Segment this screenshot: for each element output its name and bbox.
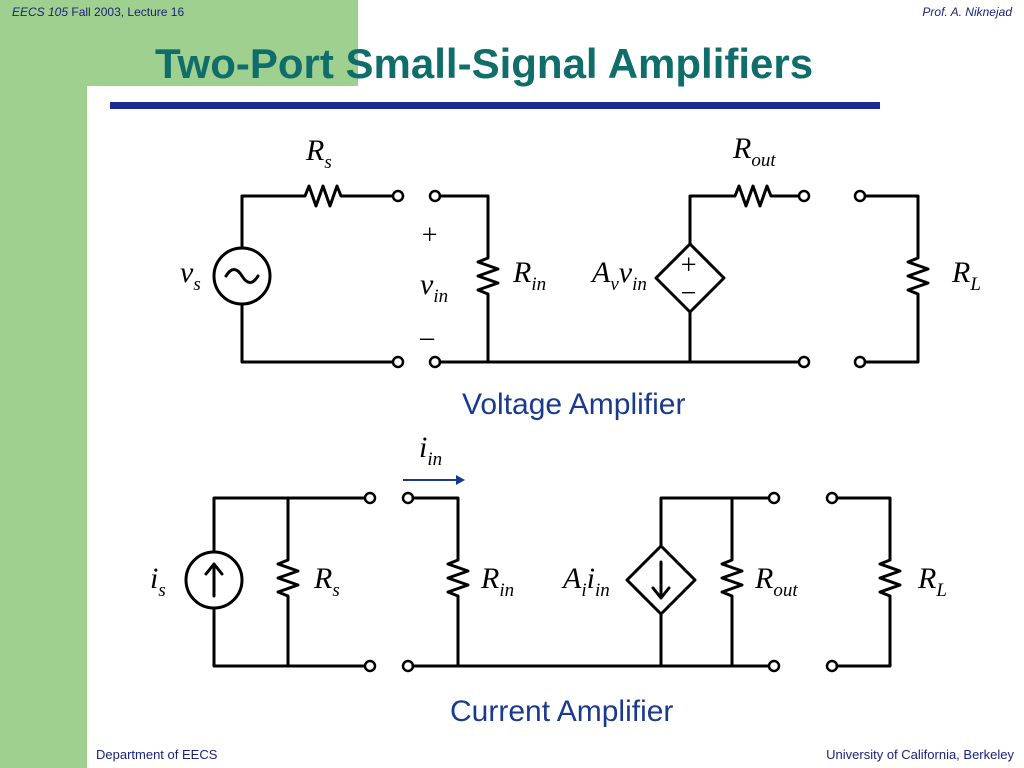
title-part-1: Two-Port	[155, 40, 346, 87]
footer-university: University of California, Berkeley	[826, 747, 1014, 762]
rin-label: Rin	[512, 256, 546, 295]
ac-sine-icon	[224, 268, 260, 284]
rout-resistor	[688, 184, 806, 364]
top-accent-band	[0, 0, 358, 86]
footer-department: Department of EECS	[96, 747, 218, 762]
vs-source-circle	[212, 246, 272, 306]
rs-label: Rs	[305, 134, 332, 173]
terminal	[767, 491, 781, 505]
left-accent-band	[0, 0, 87, 768]
rin-resistor	[438, 194, 500, 364]
vin-minus-label: –	[419, 322, 435, 353]
source-minus-sign: −	[679, 278, 698, 309]
dep-source-wire	[659, 496, 776, 668]
terminal	[797, 355, 811, 369]
terminal	[363, 491, 377, 505]
is-label: is	[150, 562, 166, 601]
rout-label: Rout	[754, 562, 798, 601]
terminal	[767, 659, 781, 673]
av-vin-label: Avvin	[590, 256, 647, 295]
rl-label: RL	[917, 562, 947, 601]
header-course: EECS 105 Fall 2003, Lecture 16	[12, 5, 184, 19]
iin-arrowhead	[456, 475, 465, 485]
vs-loop-wire	[240, 194, 400, 364]
voltage-amplifier-caption: Voltage Amplifier	[462, 388, 686, 421]
rl-label: RL	[951, 256, 981, 295]
ai-iin-label: Aiiin	[561, 562, 610, 601]
rin-label: Rin	[480, 562, 514, 601]
rout-label: Rout	[732, 132, 776, 171]
is-loop-wire	[212, 496, 372, 668]
vs-label: vs	[180, 256, 201, 295]
up-arrow-icon	[204, 562, 224, 598]
terminal	[391, 189, 405, 203]
source-plus-sign: +	[679, 250, 698, 281]
title-rule	[110, 102, 880, 109]
rl-resistor	[863, 194, 930, 364]
slide-title: Two-Port Small-Signal Amplifiers	[155, 40, 813, 88]
dependent-current-source	[625, 544, 697, 616]
is-source-circle	[184, 550, 244, 610]
iin-label: iin	[419, 431, 442, 470]
current-amplifier-caption: Current Amplifier	[450, 695, 674, 728]
rl-resistor	[835, 496, 902, 668]
title-part-2: Small-Signal Amplifiers	[345, 40, 814, 87]
course-code: EECS 105	[12, 5, 69, 19]
header-author: Prof. A. Niknejad	[922, 5, 1012, 19]
vin-label: vin	[420, 268, 448, 307]
rout-shunt-resistor	[720, 496, 744, 668]
dependent-voltage-source	[654, 242, 726, 314]
terminal	[797, 189, 811, 203]
terminal	[363, 659, 377, 673]
course-term: Fall 2003, Lecture 16	[68, 5, 185, 19]
rs-shunt-resistor	[276, 496, 300, 668]
down-arrow-icon	[651, 560, 671, 600]
rs-resistor	[240, 184, 400, 208]
rin-resistor	[411, 496, 470, 668]
rs-label: Rs	[313, 562, 340, 601]
terminal	[391, 355, 405, 369]
vin-plus-label: +	[420, 220, 439, 251]
